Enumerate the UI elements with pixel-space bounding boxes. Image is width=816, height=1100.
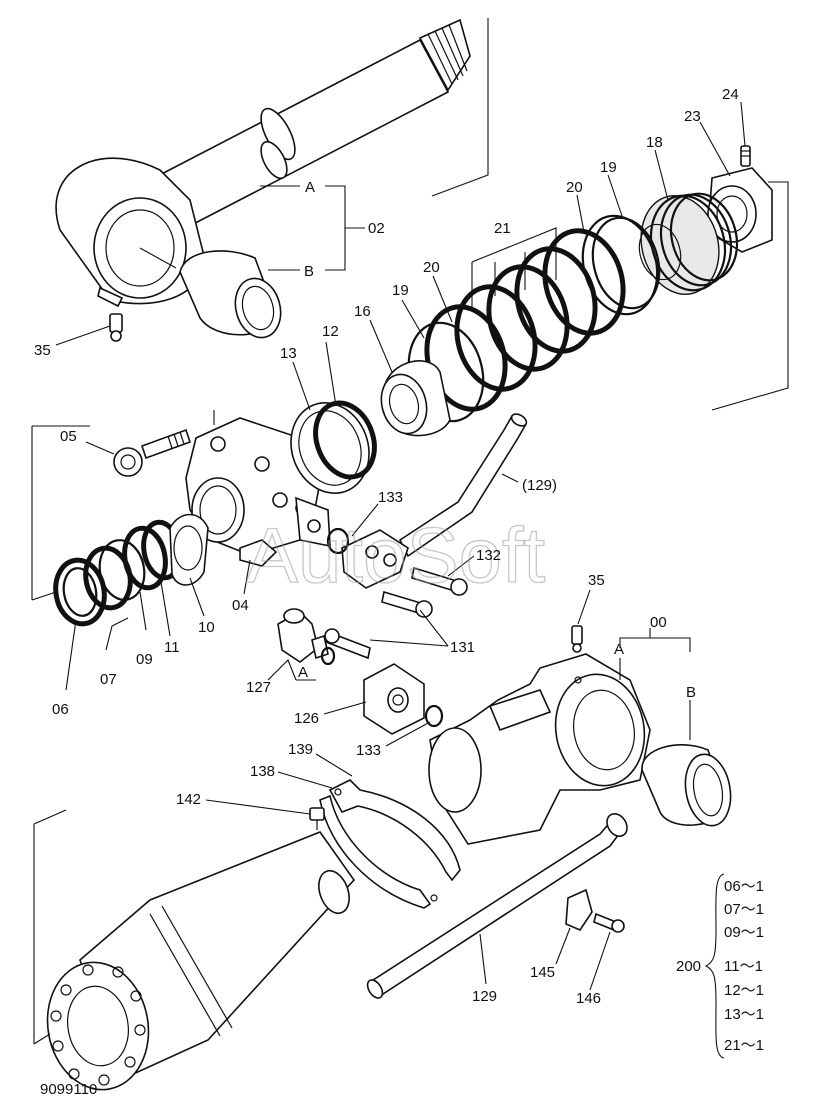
watermark: AutoSoft [246, 511, 546, 599]
callout-12: 12 [322, 323, 339, 340]
cushion-ring-16 [380, 360, 451, 437]
callout-126: 126 [294, 710, 319, 727]
callout-06: 06 [52, 701, 69, 718]
kit-item-06: 06～1 [724, 878, 764, 895]
callout-10: 10 [198, 619, 215, 636]
callout-142: 142 [176, 791, 201, 808]
callout-20a: 20 [566, 179, 583, 196]
bushing-b2 [641, 744, 732, 827]
callout-35: 35 [34, 342, 51, 359]
callout-19b: 19 [392, 282, 409, 299]
callout-a2: A [614, 641, 624, 658]
seal-set-19-20-21 [407, 214, 661, 423]
bolt-142 [309, 807, 325, 830]
callout-09: 09 [136, 651, 153, 668]
kit-brace [704, 873, 725, 1059]
set-screw-24 [740, 145, 751, 167]
callout-139: 139 [288, 741, 313, 758]
callout-129a: (129) [522, 477, 557, 494]
kit-item-09: 09～1 [724, 924, 764, 941]
callout-13: 13 [280, 345, 297, 362]
kit-item-12: 12～1 [724, 982, 764, 999]
cylinder-tube [46, 831, 356, 1091]
callout-05: 05 [60, 428, 77, 445]
piston-rod [55, 18, 471, 308]
callout-146: 146 [576, 990, 601, 1007]
bushing-b [179, 250, 282, 339]
kit-item-21: 21～1 [724, 1037, 764, 1054]
flange-126 [363, 663, 444, 735]
leader-lines [55, 101, 746, 991]
clip-145 [565, 888, 593, 931]
pipe-129-lower [366, 813, 628, 999]
kit-list-200: 200 06～1 07～1 09～1 11～1 12～1 13～1 21～1 [676, 873, 764, 1059]
callout-18: 18 [646, 134, 663, 151]
flange-132 [341, 529, 468, 596]
tube-head-bracket [619, 628, 691, 740]
bolt-146 [593, 912, 625, 933]
pipe-129-upper [398, 413, 528, 558]
callout-127: 127 [246, 679, 271, 696]
bolt-05 [113, 428, 192, 477]
cover-group-bracket [31, 410, 215, 601]
callout-b2: B [686, 684, 696, 701]
callout-20b: 20 [423, 259, 440, 276]
callout-00: 00 [650, 614, 667, 631]
callout-131: 131 [450, 639, 475, 656]
clamp-band-139 [319, 779, 461, 909]
kit-number: 200 [676, 958, 701, 975]
callout-21: 21 [494, 220, 511, 237]
callout-145: 145 [530, 964, 555, 981]
callout-24: 24 [722, 86, 739, 103]
callout-129b: 129 [472, 988, 497, 1005]
grease-fitting [109, 313, 123, 342]
bolts-131 [324, 590, 433, 660]
cylinder-tube-head-00 [428, 653, 651, 845]
callout-02: 02 [368, 220, 385, 237]
callout-07: 07 [100, 671, 117, 688]
rod-cover-04 [185, 417, 331, 567]
callout-133b: 133 [356, 742, 381, 759]
tube-bracket [33, 809, 67, 1045]
kit-item-07: 07～1 [724, 901, 764, 918]
kit-item-13: 13～1 [724, 1006, 764, 1023]
callout-a1: A [305, 179, 315, 196]
rod-group-bracket [260, 18, 489, 271]
o-ring-133a [326, 527, 350, 555]
seal-group-bracket [471, 181, 789, 411]
callout-labels: 35 A 02 B 24 23 18 19 20 21 20 19 16 13 … [34, 86, 739, 1007]
seals-06-07-09-11-10 [53, 513, 209, 627]
ring-13-12 [290, 400, 377, 494]
callout-a3: A [298, 664, 308, 681]
kit-item-11: 11～1 [724, 958, 763, 975]
callout-138: 138 [250, 763, 275, 780]
callout-35b: 35 [588, 572, 605, 589]
callout-19a: 19 [600, 159, 617, 176]
callout-04: 04 [232, 597, 249, 614]
grease-fitting-35b [571, 625, 583, 653]
callout-16: 16 [354, 303, 371, 320]
callout-11: 11 [164, 639, 180, 656]
callout-b1: B [304, 263, 314, 280]
callout-133a: 133 [378, 489, 403, 506]
callout-23: 23 [684, 108, 701, 125]
drawing-number: 9099110 [40, 1081, 97, 1098]
elbow-127 [277, 608, 336, 666]
callout-132: 132 [476, 547, 501, 564]
